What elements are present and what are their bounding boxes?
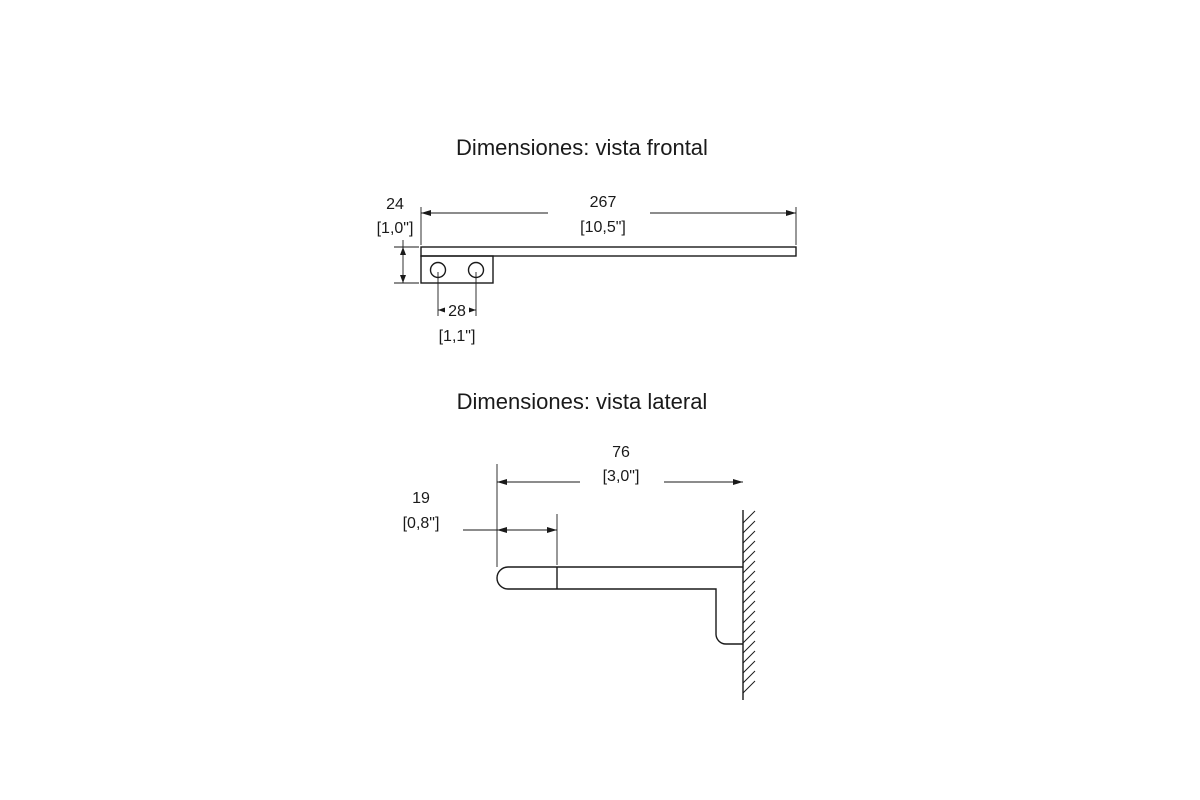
hole-spacing-mm-label: 28	[448, 303, 466, 320]
length-dimension: 267 [10,5"]	[420, 194, 797, 245]
hatch-line	[742, 610, 756, 624]
front-view-title: Dimensiones: vista frontal	[456, 135, 708, 160]
hatch-line	[742, 630, 756, 644]
height-in-label: [1,0"]	[377, 220, 414, 237]
hatch-line	[742, 680, 756, 694]
height-dimension: 24 [1,0"]	[377, 196, 419, 284]
bracket-profile	[496, 566, 743, 645]
hatch-line	[742, 510, 756, 524]
wall-hatching	[742, 510, 756, 694]
hatch-line	[742, 540, 756, 554]
tip-dimension: 19 [0,8"]	[403, 490, 558, 565]
wall	[742, 510, 756, 700]
hatch-line	[742, 550, 756, 564]
hole-spacing-in-label: [1,1"]	[439, 328, 476, 345]
hatch-line	[742, 590, 756, 604]
hatch-line	[742, 570, 756, 584]
hole-spacing-dimension: 28 [1,1"]	[437, 272, 477, 345]
hatch-line	[742, 600, 756, 614]
depth-in-label: [3,0"]	[603, 468, 640, 485]
depth-dimension: 76 [3,0"]	[496, 444, 743, 567]
tip-in-label: [0,8"]	[403, 515, 440, 532]
hatch-line	[742, 670, 756, 684]
hatch-line	[742, 580, 756, 594]
hatch-line	[742, 640, 756, 654]
tip-mm-label: 19	[412, 490, 430, 507]
hatch-line	[742, 650, 756, 664]
length-in-label: [10,5"]	[580, 219, 626, 236]
hatch-line	[742, 560, 756, 574]
front-bar	[420, 246, 797, 257]
hatch-line	[742, 520, 756, 534]
side-view-title: Dimensiones: vista lateral	[457, 389, 708, 414]
hatch-line	[742, 530, 756, 544]
depth-mm-label: 76	[612, 444, 630, 461]
height-mm-label: 24	[386, 196, 404, 213]
hatch-line	[742, 620, 756, 634]
hatch-line	[742, 660, 756, 674]
mounting-block	[420, 255, 494, 284]
length-mm-label: 267	[590, 194, 617, 211]
